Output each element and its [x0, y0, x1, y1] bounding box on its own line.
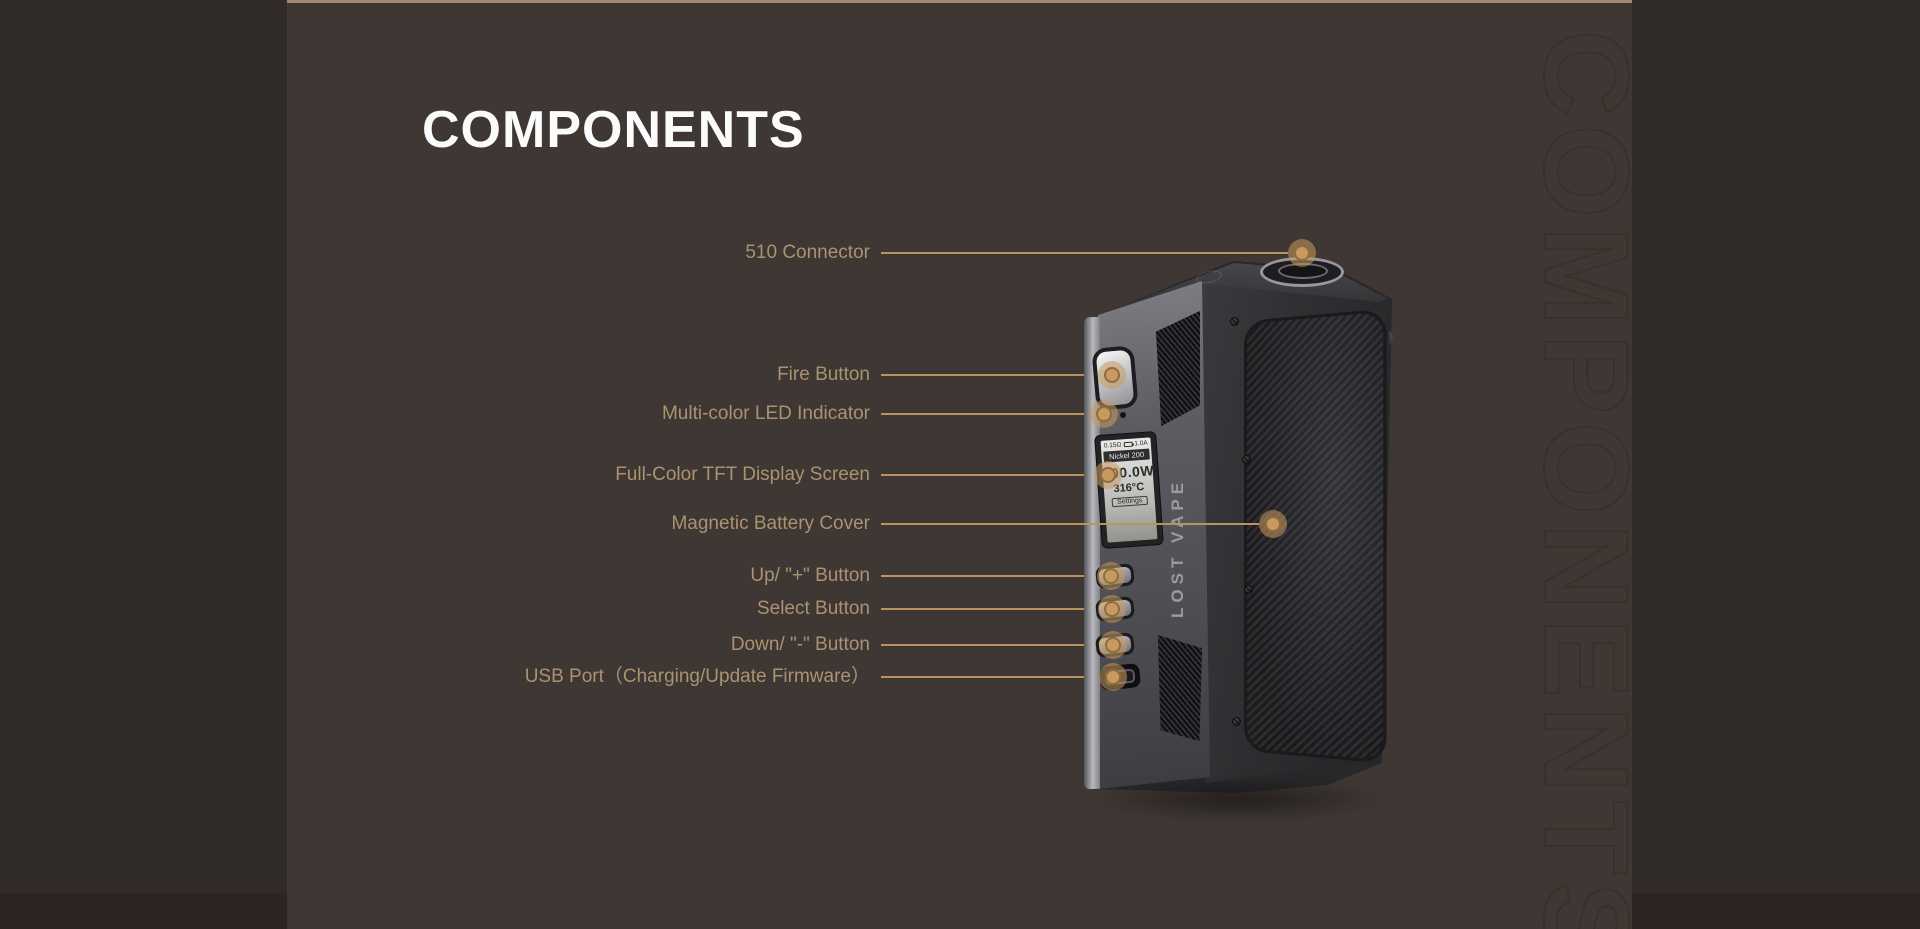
callout-label-tft-display: Full-Color TFT Display Screen	[615, 464, 870, 485]
page-title: COMPONENTS	[422, 101, 805, 159]
callout-label-down-button: Down/ "-" Button	[730, 634, 870, 655]
screen-current: 1.0A	[1134, 439, 1149, 448]
slide-panel: COMPONENTS COMPONENTS	[287, 0, 1632, 929]
callout-line	[881, 608, 1098, 610]
screw-icon	[1230, 317, 1239, 326]
callout-line	[881, 413, 1090, 415]
callout-line	[881, 474, 1094, 476]
callout-dot	[1097, 562, 1125, 590]
callout-dot	[1098, 361, 1126, 389]
callout-line	[881, 575, 1097, 577]
device-reflection-shadow	[1089, 777, 1389, 821]
screen-settings-label: Settings	[1111, 495, 1148, 508]
screw-icon	[1232, 717, 1241, 726]
callout-line	[881, 252, 1288, 254]
watermark-text: COMPONENTS	[1518, 29, 1632, 929]
battery-icon	[1123, 441, 1133, 448]
callout-label-usb-port: USB Port（Charging/Update Firmware）	[524, 666, 870, 687]
slide-top-accent-bar	[287, 0, 1632, 3]
screen-content: 0.15Ω 1.0A Nickel 200 200.0W 316°C Setti…	[1100, 437, 1158, 543]
callout-dot	[1090, 400, 1118, 428]
grip-texture-bottom	[1158, 635, 1202, 741]
callout-dot	[1288, 239, 1316, 267]
screw-icon	[1242, 455, 1251, 464]
callout-label-led-indicator: Multi-color LED Indicator	[661, 403, 870, 424]
brand-engraving: LOST VAPE	[1168, 477, 1187, 619]
callout-dot	[1259, 510, 1287, 538]
callout-label-select-button: Select Button	[756, 598, 870, 619]
callout-line	[881, 644, 1099, 646]
callout-label-510-connector: 510 Connector	[745, 242, 870, 263]
callout-dot	[1099, 631, 1127, 659]
screen-menu: Settings	[1105, 495, 1155, 508]
callout-dot	[1094, 461, 1122, 489]
screen-resistance: 0.15Ω	[1103, 441, 1122, 450]
callout-dot	[1098, 595, 1126, 623]
callout-line	[881, 523, 1259, 525]
device-illustration: LOST VAPE 0.15Ω 1.0A Nickel 200 200.0W 3…	[1084, 255, 1396, 821]
screw-icon	[1244, 585, 1253, 594]
tft-display-screen: 0.15Ω 1.0A Nickel 200 200.0W 316°C Setti…	[1094, 430, 1164, 550]
callout-label-fire-button: Fire Button	[777, 364, 870, 385]
grip-texture-top	[1156, 311, 1200, 426]
callout-line	[881, 374, 1098, 376]
callout-label-up-button: Up/ "+" Button	[750, 565, 870, 586]
callout-line	[881, 676, 1099, 678]
led-indicator	[1120, 412, 1126, 418]
callout-label-battery-cover: Magnetic Battery Cover	[671, 513, 870, 534]
callout-dot	[1099, 663, 1127, 691]
